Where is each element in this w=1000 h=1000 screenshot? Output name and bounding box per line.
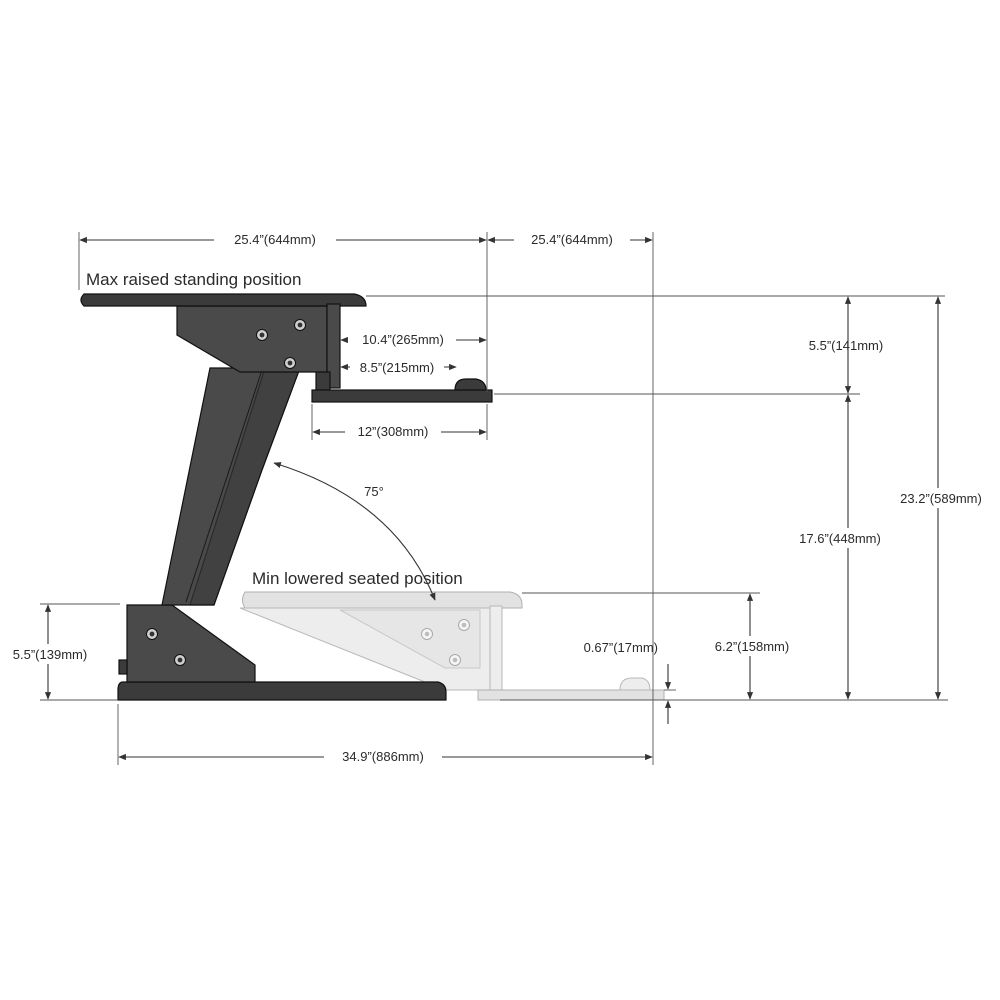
raised-position — [80, 293, 493, 701]
heading-raised: Max raised standing position — [86, 270, 301, 289]
screw — [294, 319, 306, 331]
label-lowered-height: 6.2”(158mm) — [715, 639, 789, 654]
screw — [174, 654, 186, 666]
label-tray-width: 12”(308mm) — [358, 424, 429, 439]
top-bracket — [176, 305, 328, 373]
label-base-height: 5.5”(139mm) — [13, 647, 87, 662]
label-top-width: 25.4”(644mm) — [234, 232, 316, 247]
extension-lines — [40, 232, 948, 765]
angle-arc — [273, 462, 436, 601]
lowered-position-ghost — [239, 591, 665, 701]
screw — [146, 628, 158, 640]
label-tray-drop: 5.5”(141mm) — [809, 338, 883, 353]
ghost-screw — [458, 619, 470, 631]
label-tray-height: 17.6”(448mm) — [799, 531, 881, 546]
label-base-length: 34.9”(886mm) — [342, 749, 424, 764]
label-tray-thickness: 0.67”(17mm) — [584, 640, 658, 655]
label-top-reach: 25.4”(644mm) — [531, 232, 613, 247]
worksurface — [80, 293, 367, 307]
base-bracket — [126, 604, 256, 683]
screw — [284, 357, 296, 369]
base-plate — [117, 681, 447, 701]
label-total-height: 23.2”(589mm) — [900, 491, 982, 506]
screw — [256, 329, 268, 341]
keyboard-tray — [311, 389, 493, 403]
label-tray-inner: 8.5”(215mm) — [360, 360, 434, 375]
ghost-screw — [449, 654, 461, 666]
label-tray-offset: 10.4”(265mm) — [362, 332, 444, 347]
label-angle: 75° — [364, 484, 384, 499]
ghost-screw — [421, 628, 433, 640]
heading-lowered: Min lowered seated position — [252, 569, 463, 588]
